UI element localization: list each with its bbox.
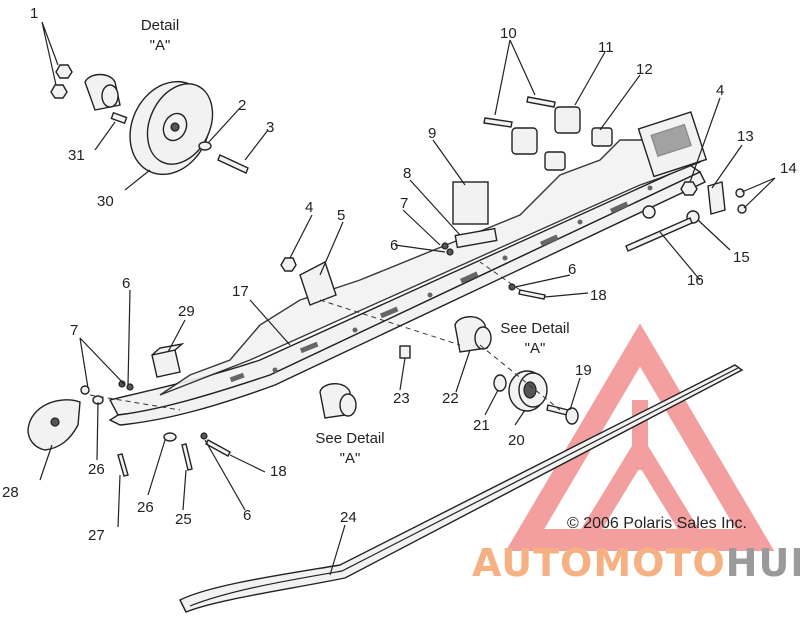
see-detail-bottom-tag: "A" [340,450,361,467]
callout-6-left: 6 [122,275,130,292]
watermark-part2: HUB [726,541,800,585]
callout-21: 21 [473,417,490,434]
wheel-bracket [84,73,121,111]
callout-11: 11 [598,39,614,56]
callout-9: 9 [428,125,436,142]
callout-4-left: 4 [305,199,313,216]
callout-20: 20 [508,432,525,449]
callout-29: 29 [178,303,195,320]
rail-17 [108,111,708,426]
alignment-lines [89,261,561,411]
leader-lines [39,21,776,576]
callout-8: 8 [403,165,411,182]
callout-13: 13 [737,128,754,145]
bolt-19 [546,404,579,425]
callout-6-bottom: 6 [243,507,251,524]
callout-5: 5 [337,207,345,224]
callout-14: 14 [780,160,797,177]
callout-10: 10 [500,25,517,42]
callout-7-top: 7 [400,195,408,212]
callout-1: 1 [30,5,38,22]
callout-22: 22 [442,390,459,407]
callout-28: 28 [2,484,19,501]
callout-31: 31 [68,147,85,164]
hardware-nuts-bolts [50,64,747,477]
callout-19: 19 [575,362,592,379]
callout-30: 30 [97,193,114,210]
callout-2: 2 [238,97,246,114]
detail-a-title: Detail [141,17,179,34]
callout-27: 27 [88,527,105,544]
callout-3: 3 [266,119,274,136]
callout-25: 25 [175,511,192,528]
callout-15: 15 [733,249,750,266]
detail-a-tag: "A" [150,37,171,54]
see-detail-bottom-title: See Detail [315,430,384,447]
callout-26-bottom: 26 [137,499,154,516]
rail-tip-hole [50,417,60,427]
watermark-text: AUTOMOTOHUB [472,541,800,585]
callout-17: 17 [232,283,249,300]
washer-21 [493,374,507,392]
see-detail-right-tag: "A" [525,340,546,357]
wheel-20 [508,370,548,412]
callout-4-right: 4 [716,82,724,99]
callout-24: 24 [340,509,357,526]
callout-18-bottom: 18 [270,463,287,480]
callout-6-right: 6 [568,261,576,278]
bumper-29 [151,342,185,378]
copyright-notice: © 2006 Polaris Sales Inc. [567,515,747,532]
idler-assembly-lower [319,383,357,419]
callout-numbers: 1 2 3 4 4 5 6 6 6 6 7 7 8 9 10 11 12 13 … [2,5,797,544]
idler-assembly-upper [454,316,492,353]
callout-6-top: 6 [390,237,398,254]
callout-26-left: 26 [88,461,105,478]
see-detail-right-title: See Detail [500,320,569,337]
wear-strip-24 [179,364,744,613]
callout-23: 23 [393,390,410,407]
callout-16: 16 [687,272,704,289]
idler-wheel-30 [129,80,214,176]
watermark-part1: AUTOMOTO [472,541,726,585]
callout-7-left: 7 [70,322,78,339]
detail-captions: Detail "A" See Detail "A" See Detail "A" [141,17,570,467]
callout-12: 12 [636,61,653,78]
callout-18-right: 18 [590,287,607,304]
